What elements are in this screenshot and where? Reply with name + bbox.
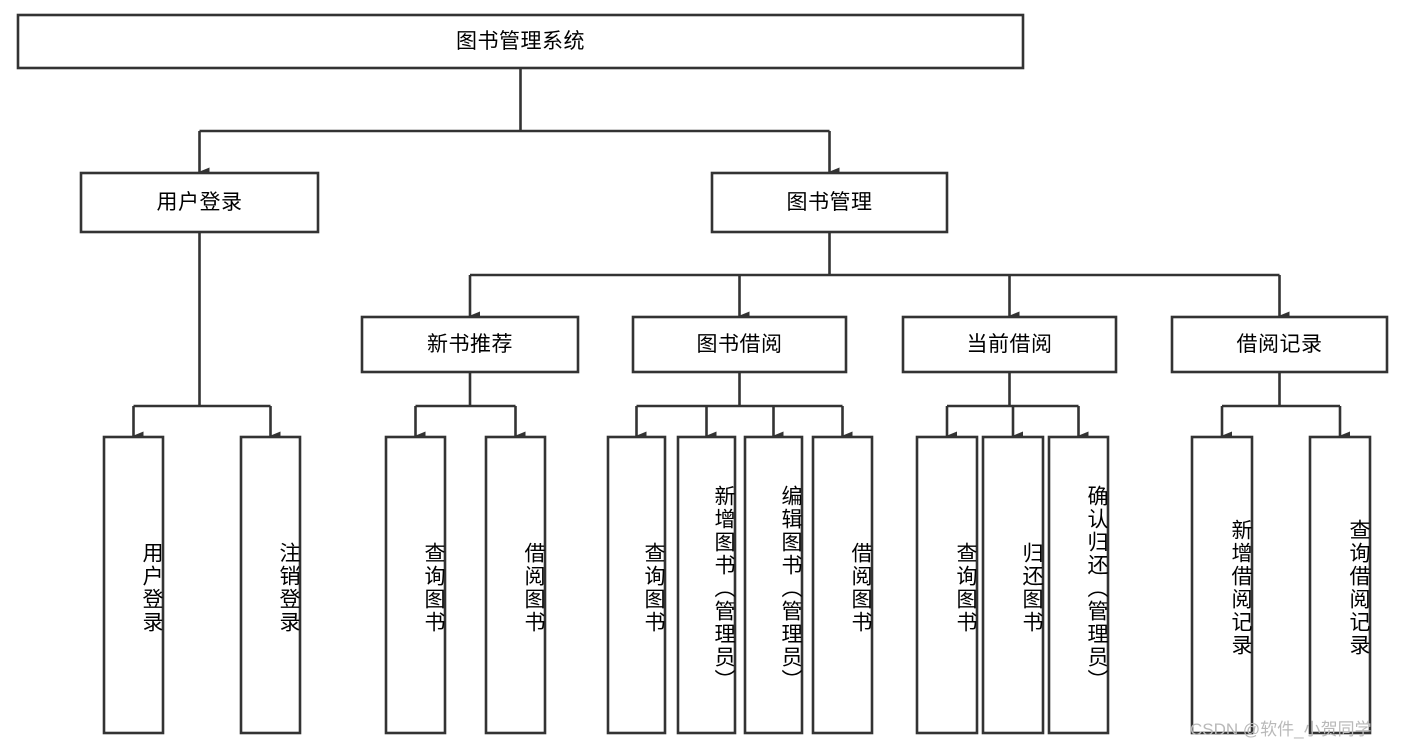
node-box-leaf-return-book[interactable] bbox=[981, 435, 1045, 735]
node-box-book-borrow[interactable] bbox=[631, 315, 848, 374]
node-box-borrow-record[interactable] bbox=[1170, 315, 1389, 374]
node-box-new-book-recommend[interactable] bbox=[360, 315, 580, 374]
connector-layer bbox=[132, 68, 1350, 441]
csdn-watermark: CSDN @软件_小贺同学 bbox=[1190, 720, 1372, 739]
node-box-leaf-edit-book-admin[interactable] bbox=[743, 435, 804, 735]
node-box-leaf-query-book-borrow[interactable] bbox=[606, 435, 667, 735]
node-box-book-management[interactable] bbox=[710, 171, 949, 234]
node-box-leaf-query-borrow-record[interactable] bbox=[1308, 435, 1372, 735]
node-box-current-borrow[interactable] bbox=[901, 315, 1118, 374]
node-box-leaf-add-book-admin[interactable] bbox=[676, 435, 737, 735]
node-box-user-login[interactable] bbox=[79, 171, 320, 234]
node-box-leaf-borrow-book-recommend[interactable] bbox=[484, 435, 547, 735]
node-box-root[interactable] bbox=[16, 13, 1025, 70]
node-box-leaf-query-book-recommend[interactable] bbox=[384, 435, 447, 735]
node-box-leaf-add-borrow-record[interactable] bbox=[1190, 435, 1254, 735]
node-box-leaf-query-book-current[interactable] bbox=[915, 435, 979, 735]
node-box-leaf-user-login[interactable] bbox=[102, 435, 165, 735]
node-box-leaf-logout[interactable] bbox=[239, 435, 302, 735]
node-box-leaf-confirm-return-admin[interactable] bbox=[1047, 435, 1110, 735]
box-layer bbox=[16, 13, 1389, 735]
node-box-leaf-borrow-book[interactable] bbox=[811, 435, 874, 735]
